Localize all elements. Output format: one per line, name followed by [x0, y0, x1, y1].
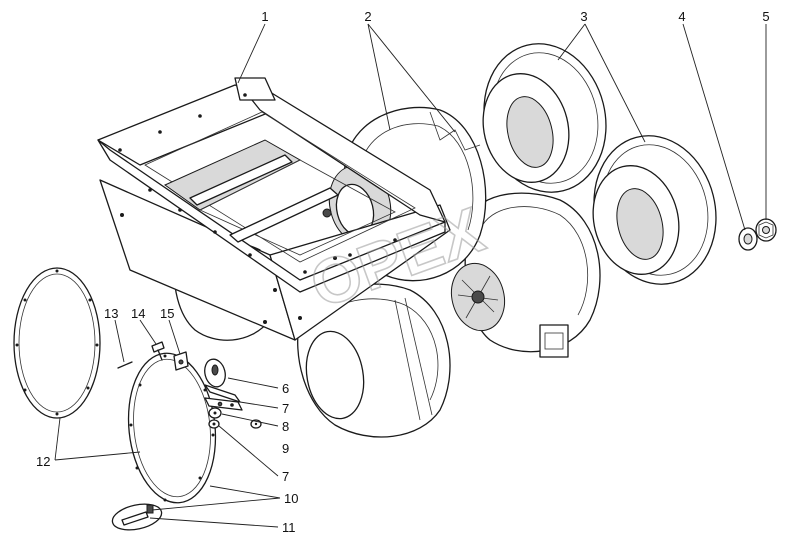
part-7-nut: [208, 419, 220, 429]
part-15-bracket: [173, 351, 189, 371]
label-15: 15: [160, 306, 174, 321]
label-12: 12: [36, 454, 50, 469]
fan-housing-lower: [297, 283, 451, 438]
label-7a: 7: [282, 401, 289, 416]
label-13: 13: [104, 306, 118, 321]
label-10: 10: [284, 491, 298, 506]
housing-outlet-flange: [539, 324, 569, 358]
label-5: 5: [762, 9, 769, 24]
leader-lines: [54, 23, 767, 528]
part-11-handle-plate: [111, 503, 163, 531]
part-8-washer: [208, 407, 222, 419]
label-11: 11: [282, 520, 296, 535]
callout-labels: 1 2 3 4 5 6 7 8 9 7 10 11 12 13 14 15: [36, 9, 770, 535]
part-13-pin: [117, 361, 133, 369]
part-4-washer: [738, 227, 758, 251]
part-3-ring-cover-upper: [482, 43, 607, 193]
part-7-plate: [204, 397, 243, 411]
part-5-nut: [755, 218, 777, 242]
part-1-frame: [97, 77, 451, 341]
part-12-gasket-ring: [13, 267, 101, 419]
part-3-ring-cover-lower: [592, 135, 717, 285]
fan-housing-right: [450, 192, 601, 358]
label-1: 1: [261, 9, 268, 24]
part-6-clamp: [204, 358, 241, 403]
label-2: 2: [364, 9, 371, 24]
label-4: 4: [678, 9, 685, 24]
part-14-bolt: [151, 341, 165, 361]
label-6: 6: [282, 381, 289, 396]
label-8: 8: [282, 419, 289, 434]
label-3: 3: [580, 9, 587, 24]
label-7b: 7: [282, 469, 289, 484]
label-9: 9: [282, 441, 289, 456]
label-14: 14: [131, 306, 145, 321]
